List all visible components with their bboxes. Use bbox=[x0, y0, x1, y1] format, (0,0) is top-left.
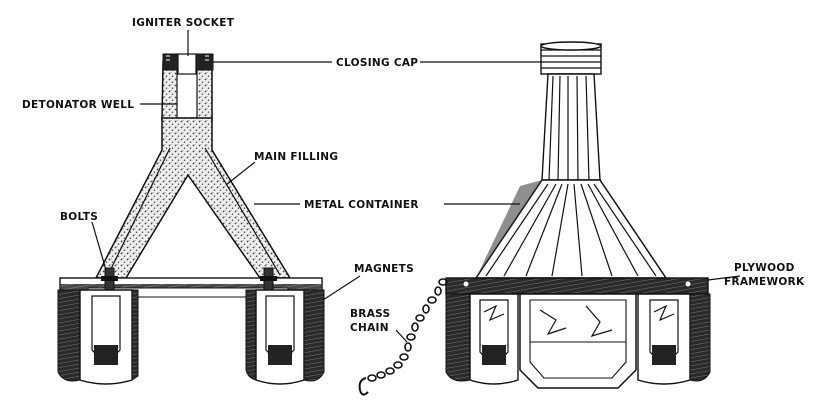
detonator-well bbox=[176, 69, 198, 119]
label-closing-cap: CLOSING CAP bbox=[336, 57, 418, 69]
label-magnets: MAGNETS bbox=[354, 263, 414, 275]
magnet-left bbox=[57, 289, 139, 385]
leader-lines bbox=[91, 30, 741, 343]
exterior-view bbox=[358, 41, 711, 396]
cross-section-view bbox=[57, 53, 325, 385]
label-detonator-well: DETONATOR WELL bbox=[22, 99, 134, 111]
central-housing bbox=[519, 293, 637, 389]
label-chain: CHAIN bbox=[350, 322, 389, 334]
label-main-filling: MAIN FILLING bbox=[254, 151, 338, 163]
magnet-right bbox=[245, 289, 325, 385]
label-bolts: BOLTS bbox=[60, 211, 98, 223]
exterior-magnet-right bbox=[637, 293, 711, 385]
label-framework: FRAMEWORK bbox=[724, 276, 805, 288]
label-metal-container: METAL CONTAINER bbox=[304, 199, 419, 211]
main-filling-body bbox=[94, 117, 292, 279]
brass-chain bbox=[358, 278, 448, 396]
plywood-framework bbox=[445, 277, 709, 295]
exterior-magnet-left bbox=[445, 293, 519, 385]
labels: IGNITER SOCKET CLOSING CAP DETONATOR WEL… bbox=[22, 17, 805, 334]
label-plywood: PLYWOOD bbox=[734, 262, 795, 274]
label-igniter-socket: IGNITER SOCKET bbox=[132, 17, 235, 29]
label-brass: BRASS bbox=[350, 308, 390, 320]
